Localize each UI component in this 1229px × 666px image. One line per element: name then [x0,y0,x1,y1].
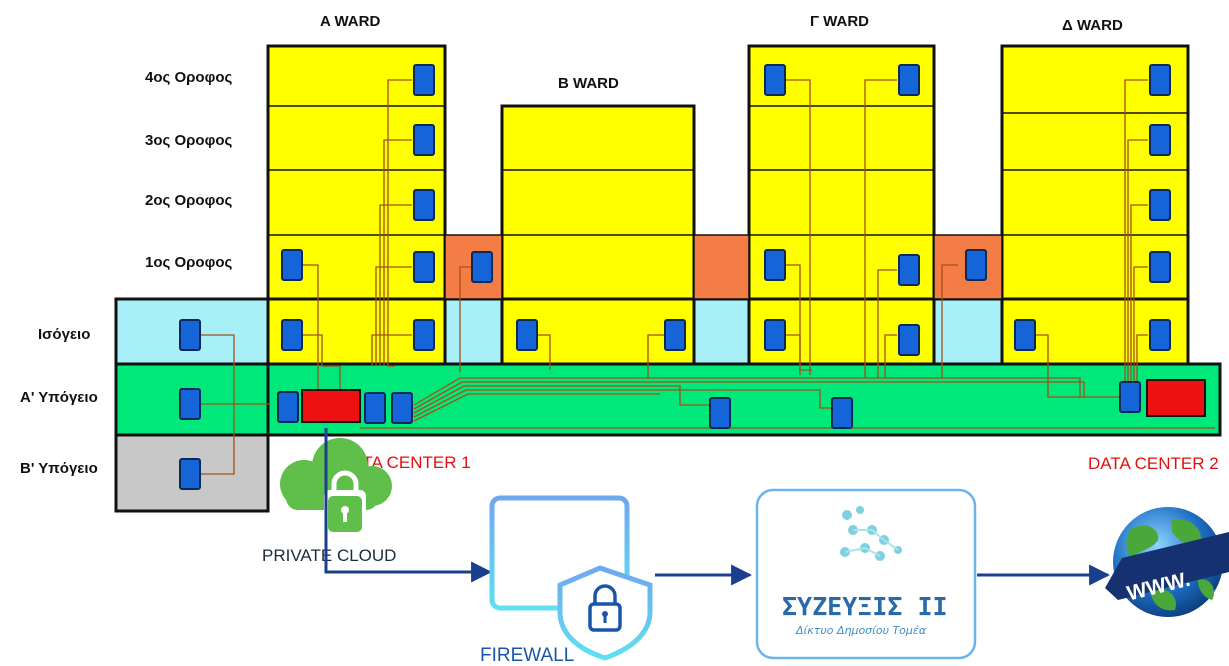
switch-outer-basement-a [179,388,201,420]
floor-3-label: 3ος Οροφος [145,132,232,149]
cabling [200,79,1215,475]
private-cloud-label: PRIVATE CLOUD [262,546,396,565]
switch-d-1 [1149,251,1171,283]
switch-g-1-right [898,254,920,286]
data-center-2-label: DATA CENTER 2 [1088,454,1219,473]
basement-a-area [114,362,1222,437]
basement-b-label: Β' Υπόγειο [20,460,98,477]
switch-basement-dc2 [1119,381,1141,413]
floor-2-label: 2ος Οροφος [145,192,232,209]
syzefxis-subtitle: Δίκτυο Δημοσίου Τομέα [795,624,927,637]
switch-d-3 [1149,124,1171,156]
data-center-2-server [1146,379,1206,417]
switch-a-1-left [281,249,303,281]
ward-g-label: Γ WARD [810,13,869,30]
switch-g-ground-right [898,324,920,356]
firewall-icon [489,495,653,661]
ward-b-label: B WARD [558,75,619,92]
internet-globe-icon: WWW. [1105,507,1229,617]
floor-4-label: 4ος Οροφος [145,69,232,86]
switch-b-ground-right [664,319,686,351]
ground-floor-label: Ισόγειο [38,326,90,343]
syzefxis-network-box: ΣΥΖΕΥΞΙΣ ΙΙ Δίκτυο Δημοσίου Τομέα [755,488,977,660]
switch-g-4-left [764,64,786,96]
connector-bg [693,234,750,300]
switch-connector-ab [471,251,493,283]
floor-1-label: 1ος Οροφος [145,254,232,271]
switch-d-2 [1149,189,1171,221]
switch-g-1-left [764,249,786,281]
ward-a-label: A WARD [320,13,380,30]
network-switches [179,64,1171,490]
uplink-path [324,428,1111,586]
switch-basement-dc1-r1 [364,392,386,424]
ward-d-label: Δ WARD [1062,17,1123,34]
syzefxis-title: ΣΥΖΕΥΞΙΣ ΙΙ [782,592,948,621]
switch-g-4-right [898,64,920,96]
switch-d-ground-left [1014,319,1036,351]
switch-basement-mid2 [831,397,853,429]
switch-outer-basement-b [179,458,201,490]
switch-d-4 [1149,64,1171,96]
switch-g-ground-left [764,319,786,351]
switch-a-4 [413,64,435,96]
switch-basement-mid1 [709,397,731,429]
switch-a-ground-left [281,319,303,351]
firewall-label: FIREWALL [480,645,574,666]
switch-a-2 [413,189,435,221]
switch-b-ground-left [516,319,538,351]
switch-basement-dc1-left [277,391,299,423]
data-center-1-server [301,389,361,423]
basement-a-label: Α' Υπόγειο [20,389,98,406]
switch-a-1-right [413,251,435,283]
switch-basement-dc1-r2 [391,392,413,424]
switch-a-3 [413,124,435,156]
switch-d-ground-right [1149,319,1171,351]
switch-connector-gd [965,249,987,281]
switch-a-ground-right [413,319,435,351]
switch-outer-ground [179,319,201,351]
